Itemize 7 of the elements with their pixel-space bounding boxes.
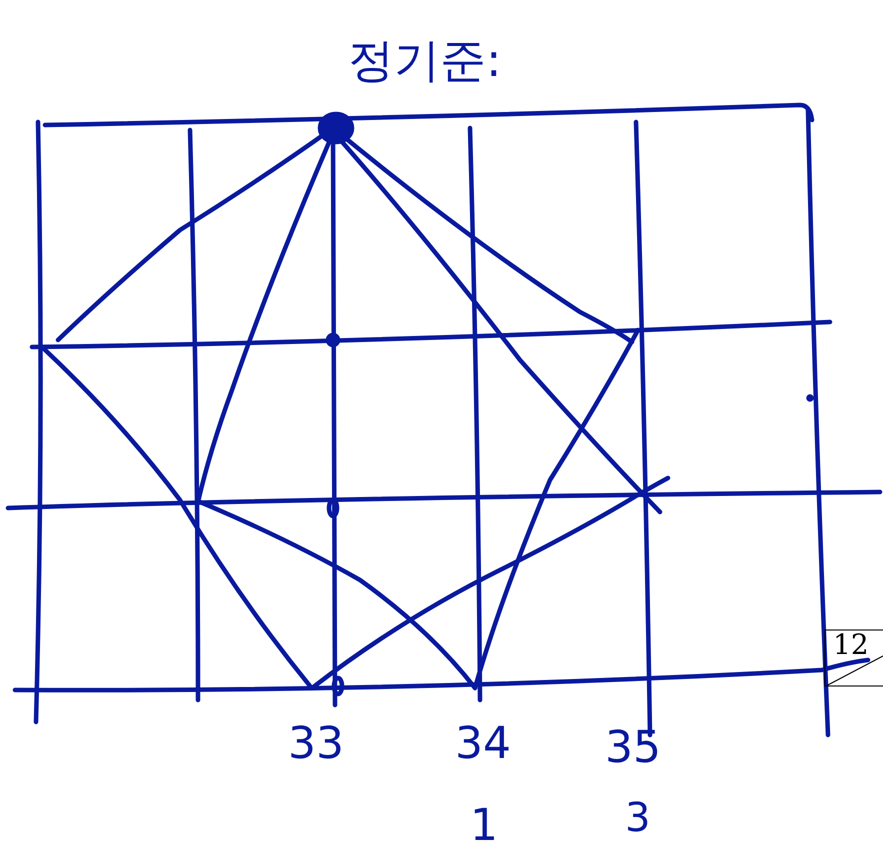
handwritten-number: 1 — [470, 800, 498, 851]
handwritten-number: 35 — [605, 722, 661, 773]
handwritten-number: 34 — [455, 718, 511, 769]
title: 정기준: — [348, 32, 502, 89]
page-number: 12 — [833, 628, 869, 661]
handwritten-number: 33 — [288, 718, 344, 769]
handwritten-number: 3 — [625, 795, 650, 841]
